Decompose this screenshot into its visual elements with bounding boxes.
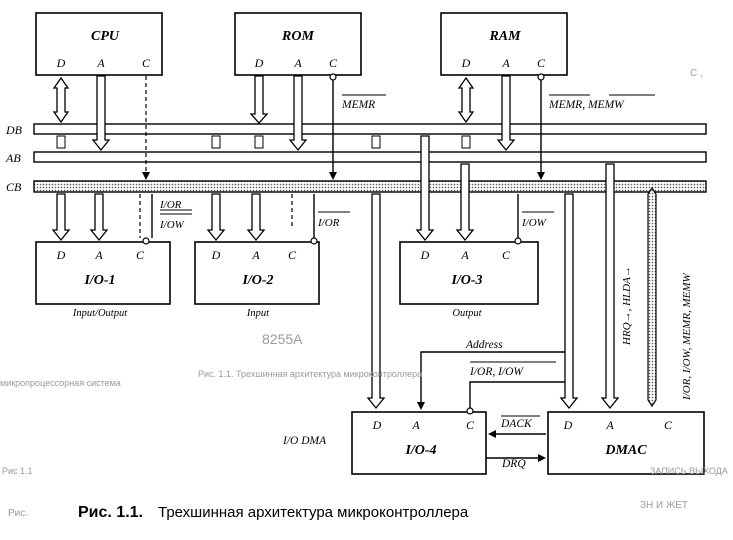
io3-pin-a: A <box>460 248 469 262</box>
control-bus: CB <box>6 180 707 194</box>
cpu-block: CPU D A C <box>35 12 163 76</box>
io3-iow-label: I/OW <box>521 217 547 229</box>
cb-label: CB <box>6 180 22 194</box>
ghost-left-line: микропроцессорная система <box>0 378 121 388</box>
db-label: DB <box>5 123 23 137</box>
rom-d-arrow <box>249 75 269 124</box>
ram-pin-d: D <box>461 56 471 70</box>
io1-pin-d: D <box>56 248 66 262</box>
dmac-block: D A C DMAC <box>547 411 705 475</box>
io2-ior-label: I/OR <box>317 217 340 229</box>
rom-a-arrow <box>288 75 308 152</box>
dmac-pin-c: C <box>664 418 673 432</box>
cpu-pin-a: A <box>96 56 105 70</box>
io3-pin-c: C <box>502 248 511 262</box>
io2-connections: I/OR <box>206 193 350 245</box>
cpu-connections <box>52 75 150 180</box>
rom-pin-a: A <box>293 56 302 70</box>
io3-pin-d: D <box>420 248 430 262</box>
ghost-left-low: Рис 1.1 <box>2 466 33 476</box>
rom-title: ROM <box>281 29 314 44</box>
dmac-bus-connections: HRQ→, HLDA→ I/OR, I/OW, MEMR, MEMW <box>559 163 693 410</box>
ram-title: RAM <box>488 29 521 44</box>
db-up-stubs <box>211 135 381 149</box>
ram-d-arrow <box>457 76 475 124</box>
bus-stubs <box>56 135 471 149</box>
io4-bus-connections: Address I/OR, I/OW <box>366 193 566 415</box>
io1-sublabel: Input/Output <box>72 308 128 319</box>
dmac-pin-d: D <box>563 418 573 432</box>
ghost-chip: 8255A <box>262 331 303 347</box>
dmac-pin-a: A <box>605 418 614 432</box>
ram-block: RAM D A C <box>440 12 568 76</box>
io2-pin-c: C <box>288 248 297 262</box>
io4-dmac-handshake: DACK DRQ <box>486 415 546 470</box>
io3-sublabel: Output <box>452 308 482 319</box>
io3-title: I/O-3 <box>450 273 482 288</box>
cpu-title: CPU <box>91 29 120 44</box>
ghost-mid-line: Рис. 1.1. Трехшинная архитектура микроко… <box>198 369 422 379</box>
ab-label: AB <box>5 151 21 165</box>
rom-block: ROM D A C <box>234 12 362 76</box>
io3-block: D A C I/O-3 Output <box>399 241 539 319</box>
dmac-title: DMAC <box>604 443 647 458</box>
io4-side-label: I/O DMA <box>282 435 327 447</box>
ram-pin-a: A <box>501 56 510 70</box>
caption-text: Трехшинная архитектура микроконтроллера <box>158 504 469 521</box>
dack-label: DACK <box>500 418 533 430</box>
dmac-ctrl-label: I/OR, I/OW, MEMR, MEMW <box>681 272 693 401</box>
io4-pin-c: C <box>466 418 475 432</box>
io2-sublabel: Input <box>246 308 270 319</box>
rom-connections: MEMR <box>249 73 386 180</box>
io1-pin-a: A <box>94 248 103 262</box>
io2-block: D A C I/O-2 Input <box>194 241 320 319</box>
cpu-pin-c: C <box>142 56 151 70</box>
ior-iow-label: I/OR, I/OW <box>469 366 524 378</box>
caption-suffix-ghost: ЗН И ЖЕТ <box>640 500 688 511</box>
io1-connections: I/OR I/OW <box>51 193 192 245</box>
io4-block: D A C I/O-4 I/O DMA <box>282 411 487 475</box>
ghost-corner: C , <box>690 68 703 79</box>
cpu-a-arrow <box>91 75 111 152</box>
caption-prefix-ghost: Рис. <box>8 508 28 519</box>
cpu-d-arrow <box>52 76 70 124</box>
address-label: Address <box>465 339 503 351</box>
hrq-hlda-label: HRQ→, HLDA→ <box>621 266 633 346</box>
io2-title: I/O-2 <box>241 273 273 288</box>
data-bus: DB <box>5 123 707 137</box>
rom-memr-label: MEMR <box>341 99 375 111</box>
ghost-text: 8255A Рис. 1.1. Трехшинная архитектура м… <box>0 68 728 476</box>
address-bus: AB <box>5 151 707 165</box>
ghost-right-low: ЗАПИСЬ ВЫХОДА <box>650 466 728 476</box>
ram-memr-memw-label: MEMR, MEMW <box>548 99 625 111</box>
cpu-pin-d: D <box>56 56 66 70</box>
drq-label: DRQ <box>501 458 526 470</box>
io1-iow-label: I/OW <box>159 219 185 231</box>
io2-pin-d: D <box>211 248 221 262</box>
io1-ior-label: I/OR <box>159 199 182 211</box>
io4-pin-a: A <box>411 418 420 432</box>
caption-label: Рис. 1.1. <box>78 504 143 521</box>
io4-title: I/O-4 <box>404 443 436 458</box>
figure-caption: Рис. Рис. 1.1. Трехшинная архитектура ми… <box>8 500 688 521</box>
ram-a-arrow <box>496 75 516 152</box>
io1-block: D A C I/O-1 Input/Output <box>35 241 171 319</box>
io1-title: I/O-1 <box>83 273 115 288</box>
io1-pin-c: C <box>136 248 145 262</box>
io4-pin-d: D <box>372 418 382 432</box>
io2-pin-a: A <box>251 248 260 262</box>
ram-connections: MEMR, MEMW <box>457 73 655 180</box>
rom-pin-c: C <box>329 56 338 70</box>
ram-pin-c: C <box>537 56 546 70</box>
rom-pin-d: D <box>254 56 264 70</box>
io3-connections: I/OW <box>415 135 554 245</box>
